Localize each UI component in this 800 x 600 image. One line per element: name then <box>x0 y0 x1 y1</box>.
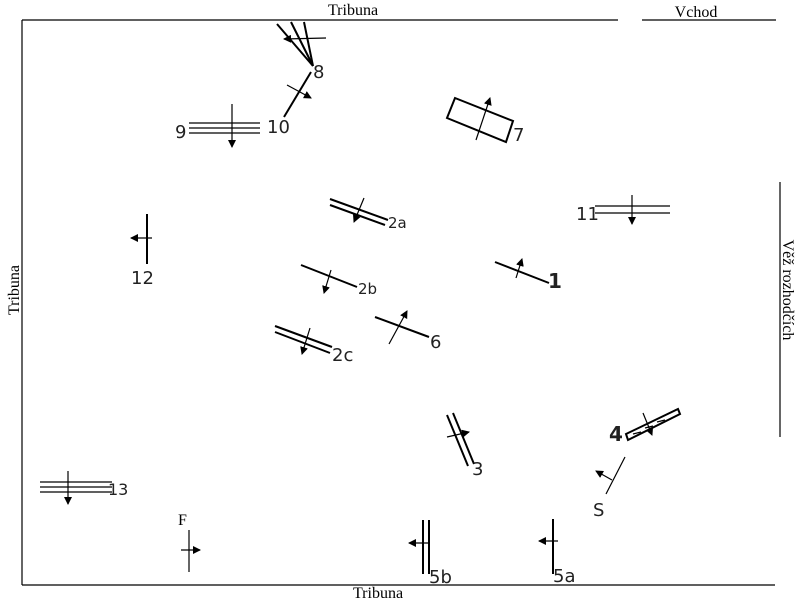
obstacle-5a <box>538 519 558 574</box>
obstacle-12 <box>130 214 152 264</box>
finish-label: F <box>178 512 187 529</box>
obstacle-4-label: 4 <box>609 422 623 446</box>
entrance-label: Vchod <box>675 4 718 21</box>
finish-line <box>181 530 201 572</box>
obstacle-5b-label: 5b <box>429 567 452 588</box>
obstacle-2a <box>329 197 389 226</box>
obstacle-3-label: 3 <box>472 459 483 480</box>
obstacle-13 <box>40 471 112 505</box>
obstacle-4 <box>624 407 682 442</box>
obstacle-9 <box>189 104 260 148</box>
obstacle-11 <box>595 195 670 225</box>
obstacle-5b <box>408 520 430 574</box>
obstacle-10 <box>283 71 312 118</box>
obstacle-12-label: 12 <box>131 268 154 289</box>
obstacle-7-label: 7 <box>513 125 524 146</box>
obstacle-1 <box>494 258 550 284</box>
judges-tower-label: Věž rozhodčích <box>779 240 796 341</box>
obstacle-3 <box>446 412 475 467</box>
start-label: S <box>593 500 604 521</box>
obstacle-5a-label: 5a <box>553 566 575 587</box>
top-stand-label: Tribuna <box>328 2 378 19</box>
obstacle-8-label: 8 <box>313 62 324 83</box>
obstacle-6 <box>374 310 430 345</box>
start-line <box>595 456 626 495</box>
obstacle-10-label: 10 <box>267 117 290 138</box>
obstacle-13-label: 13 <box>108 480 128 499</box>
obstacle-8 <box>276 21 327 67</box>
obstacle-9-label: 9 <box>175 122 186 143</box>
obstacle-2c-label: 2c <box>332 345 353 366</box>
obstacle-2c <box>274 325 333 355</box>
obstacle-7 <box>445 96 515 144</box>
obstacle-1-label: 1 <box>548 269 562 293</box>
obstacle-6-label: 6 <box>430 332 441 353</box>
obstacle-2b <box>300 264 358 294</box>
arena-border <box>21 19 781 586</box>
obstacle-11-label: 11 <box>576 204 599 225</box>
obstacle-2b-label: 2b <box>358 280 377 298</box>
obstacle-2a-label: 2a <box>388 214 407 232</box>
bottom-stand-label: Tribuna <box>353 585 403 600</box>
left-stand-label: Tribuna <box>6 265 23 315</box>
